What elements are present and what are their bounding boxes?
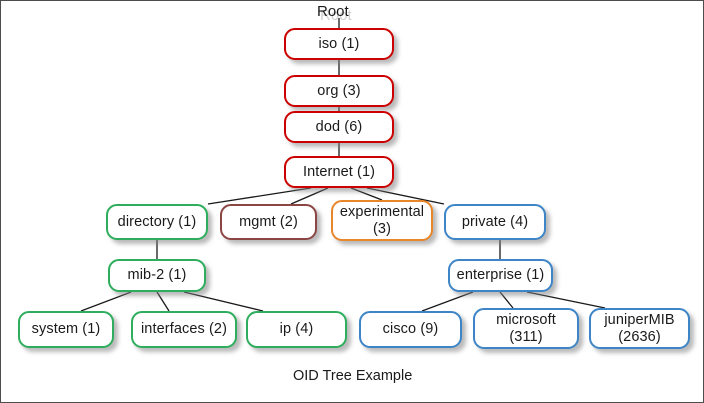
- tree-node-ip[interactable]: ip (4): [246, 311, 347, 348]
- tree-node-label-mib2: mib-2 (1): [127, 267, 187, 284]
- edge-mib2-to-system: [80, 291, 132, 312]
- tree-node-label-experimental: experimental (3): [339, 204, 425, 237]
- tree-node-label-microsoft: microsoft (311): [496, 312, 556, 345]
- tree-node-label-iso: iso (1): [318, 35, 360, 52]
- edge-mib2-to-interfaces: [156, 291, 170, 312]
- tree-node-label-cisco: cisco (9): [382, 321, 439, 338]
- tree-node-internet[interactable]: Internet (1): [284, 156, 394, 188]
- tree-node-label-internet: Internet (1): [302, 163, 376, 180]
- edge-enterprise-to-juniperMIB: [526, 291, 606, 309]
- tree-node-label-org: org (3): [317, 82, 361, 99]
- edge-internet-to-experimental: [350, 187, 383, 201]
- tree-node-label-enterprise: enterprise (1): [456, 267, 545, 284]
- figure-caption: OID Tree Example: [293, 368, 413, 384]
- tree-node-enterprise[interactable]: enterprise (1): [448, 259, 553, 292]
- tree-node-label-system: system (1): [31, 321, 101, 338]
- tree-node-experimental[interactable]: experimental (3): [331, 200, 433, 241]
- tree-node-label-interfaces: interfaces (2): [140, 321, 227, 338]
- edge-enterprise-to-cisco: [421, 291, 474, 312]
- tree-node-cisco[interactable]: cisco (9): [359, 311, 462, 348]
- tree-node-iso[interactable]: iso (1): [284, 28, 394, 60]
- tree-node-label-directory: directory (1): [117, 213, 197, 230]
- edge-mib2-to-ip: [183, 291, 264, 312]
- edge-internet-to-directory: [207, 187, 312, 205]
- tree-node-dod[interactable]: dod (6): [284, 111, 394, 143]
- tree-node-microsoft[interactable]: microsoft (311): [473, 308, 579, 349]
- tree-node-private[interactable]: private (4): [444, 204, 546, 240]
- edge-enterprise-to-microsoft: [499, 291, 514, 309]
- tree-node-system[interactable]: system (1): [18, 311, 114, 348]
- tree-node-label-ip: ip (4): [279, 321, 314, 338]
- tree-node-org[interactable]: org (3): [284, 75, 394, 107]
- root-node-label: Root: [317, 3, 349, 20]
- tree-node-mgmt[interactable]: mgmt (2): [220, 204, 317, 240]
- tree-node-label-dod: dod (6): [315, 118, 363, 135]
- tree-node-label-private: private (4): [461, 213, 529, 230]
- tree-node-directory[interactable]: directory (1): [106, 204, 208, 240]
- tree-node-mib2[interactable]: mib-2 (1): [108, 259, 206, 292]
- edge-internet-to-mgmt: [290, 187, 329, 205]
- tree-node-label-juniperMIB: juniperMIB (2636): [604, 312, 675, 345]
- tree-node-juniperMIB[interactable]: juniperMIB (2636): [589, 308, 690, 349]
- tree-node-label-mgmt: mgmt (2): [239, 213, 298, 230]
- tree-node-interfaces[interactable]: interfaces (2): [131, 311, 237, 348]
